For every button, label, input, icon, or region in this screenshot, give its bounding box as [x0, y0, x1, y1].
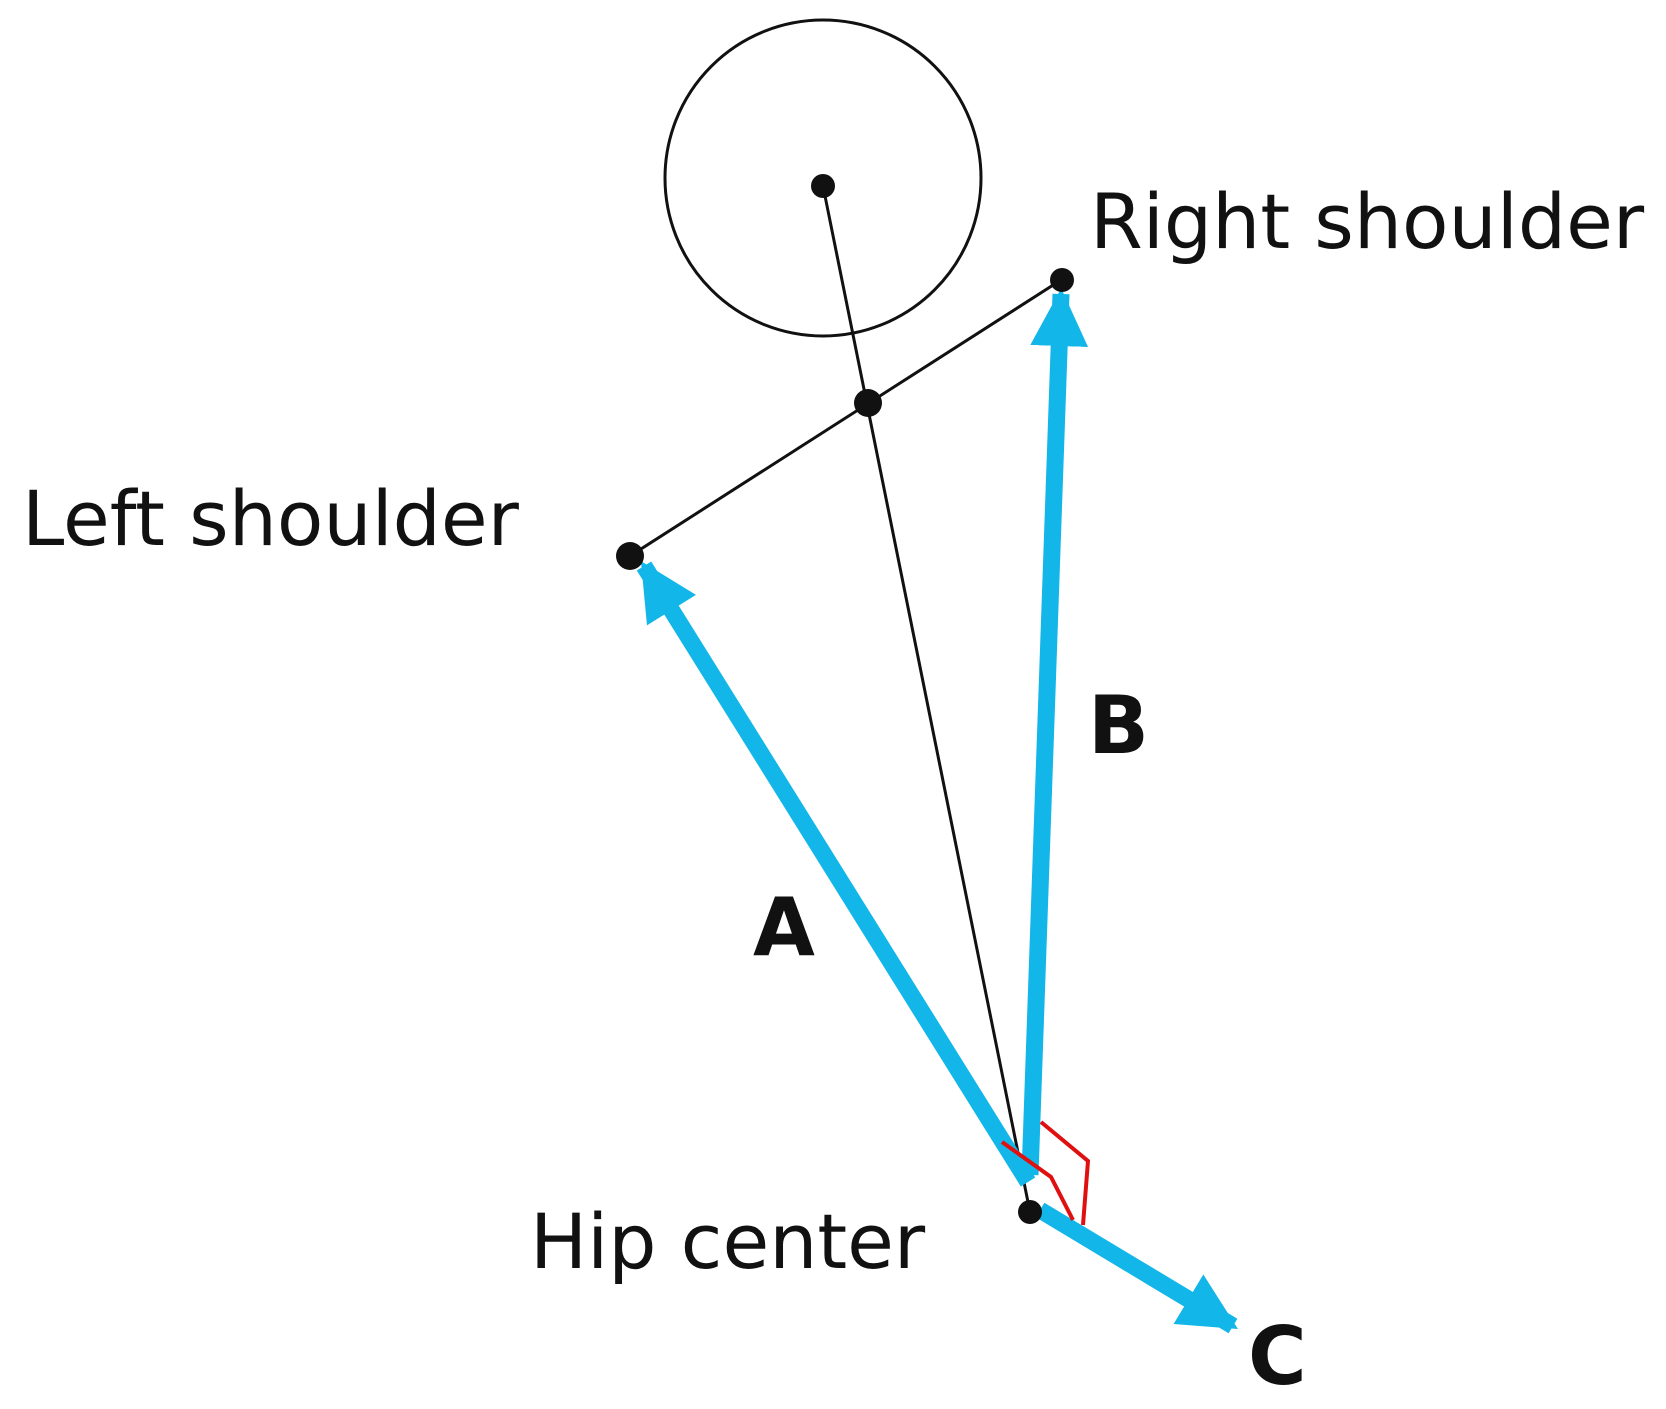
vector-c-label: C: [1248, 1310, 1307, 1403]
vector-b-arrow: [1021, 288, 1089, 1176]
right-shoulder-joint: [1050, 268, 1074, 292]
neck-joint: [854, 389, 882, 417]
left-shoulder-joint: [616, 542, 644, 570]
head-circle: [663, 18, 983, 338]
spine-line: [821, 185, 1032, 1213]
angle-marker-bc: [1039, 1120, 1091, 1226]
left-shoulder-label: Left shoulder: [22, 474, 520, 563]
vector-a-label: A: [753, 881, 815, 974]
vector-a-arrow: [636, 561, 1036, 1187]
shoulder-line: [629, 278, 1062, 558]
right-shoulder-label: Right shoulder: [1090, 177, 1645, 266]
vector-b-label: B: [1088, 679, 1149, 772]
angle-marker-ac: [1000, 1140, 1075, 1221]
head-joint: [811, 174, 835, 198]
vector-c-arrow: [1035, 1202, 1238, 1334]
hip-center-joint: [1018, 1200, 1042, 1224]
hip-center-label: Hip center: [530, 1197, 926, 1286]
